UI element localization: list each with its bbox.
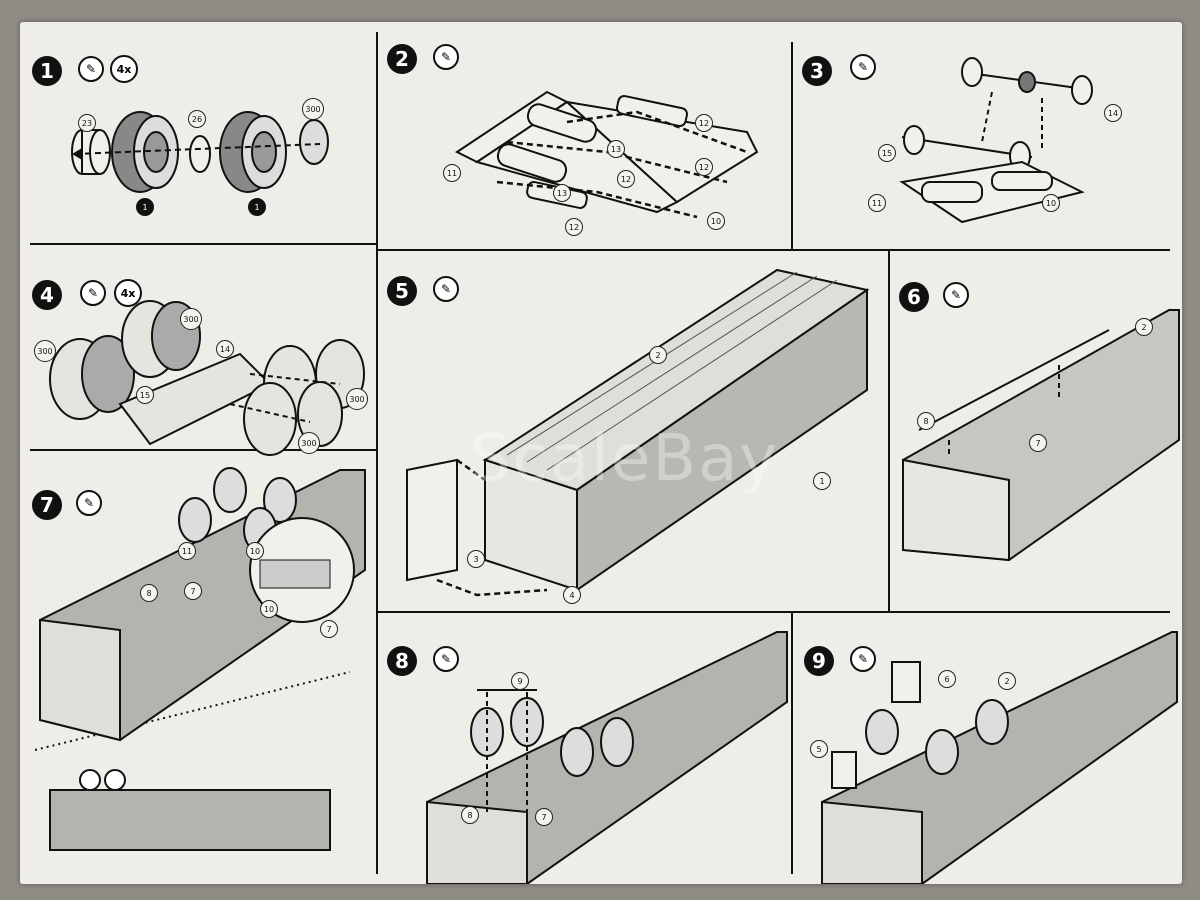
glue-icon: ✎ — [433, 44, 459, 70]
step-1-panel: 1 ✎ 4x 23 26 300 1 1 — [20, 22, 377, 244]
wheel-assembly-drawing — [71, 111, 329, 193]
panel-grid — [30, 32, 1170, 874]
part-label: 7 — [184, 582, 202, 600]
step-number: 3 — [802, 56, 832, 86]
dual-wheel-drawing — [49, 300, 365, 456]
part-label: 7 — [1029, 434, 1047, 452]
part-label: 15 — [136, 386, 154, 404]
part-label: 8 — [140, 584, 158, 602]
glue-icon: ✎ — [850, 646, 876, 672]
step-number: 8 — [387, 646, 417, 676]
part-label: 26 — [188, 110, 206, 128]
part-label: 4 — [563, 586, 581, 604]
part-label: 3 — [467, 550, 485, 568]
glue-icon: ✎ — [943, 282, 969, 308]
part-label: 9 — [511, 672, 529, 690]
quantity-badge: 4x — [114, 279, 142, 307]
instruction-sheet: 1 ✎ 4x 23 26 300 1 1 — [20, 22, 1182, 884]
part-label: 14 — [1104, 104, 1122, 122]
part-label: 300 — [346, 388, 368, 410]
part-label: 10 — [1042, 194, 1060, 212]
part-label: 2 — [1135, 318, 1153, 336]
step-6-panel: 6 ✎ 2 8 7 — [889, 250, 1182, 612]
part-label: 11 — [868, 194, 886, 212]
step-number: 2 — [387, 44, 417, 74]
part-label: 2 — [998, 672, 1016, 690]
chassis-frame-drawing — [455, 90, 759, 219]
part-label: 10 — [260, 600, 278, 618]
part-label: 13 — [553, 184, 571, 202]
part-label: 1 — [136, 198, 154, 216]
part-label: 300 — [302, 98, 324, 120]
part-label: 10 — [707, 212, 725, 230]
step-number: 4 — [32, 280, 62, 310]
step-2-panel: 2 ✎ 12 12 12 13 13 11 10 12 — [377, 22, 792, 250]
step-3-panel: 3 ✎ 14 15 11 10 — [792, 22, 1182, 250]
glue-icon: ✎ — [433, 276, 459, 302]
part-label: 12 — [695, 158, 713, 176]
part-label: 14 — [216, 340, 234, 358]
mud-flaps-drawing — [821, 631, 1178, 884]
part-label: 23 — [78, 114, 96, 132]
part-label: 5 — [810, 740, 828, 758]
glue-icon: ✎ — [80, 280, 106, 306]
part-label: 12 — [617, 170, 635, 188]
part-label: 12 — [695, 114, 713, 132]
step-5-panel: 5 ✎ 2 1 3 4 — [377, 250, 889, 612]
step-number: 1 — [32, 56, 62, 86]
step-7-panel: 7 ✎ 11 10 8 7 10 7 — [20, 450, 377, 884]
part-label: 1 — [813, 472, 831, 490]
part-label: 11 — [443, 164, 461, 182]
step-number: 9 — [804, 646, 834, 676]
quantity-badge: 4x — [110, 55, 138, 83]
rear-bumper-drawing — [426, 631, 788, 884]
part-label: 13 — [607, 140, 625, 158]
part-label: 11 — [178, 542, 196, 560]
step-4-panel: 4 ✎ 4x 300 300 14 15 300 300 — [20, 244, 377, 456]
part-label: 300 — [180, 308, 202, 330]
step-9-panel: 9 ✎ 6 2 5 — [792, 612, 1182, 884]
glue-icon: ✎ — [433, 646, 459, 672]
glue-icon: ✎ — [850, 54, 876, 80]
trailer-mounting-drawing — [39, 467, 366, 851]
part-label: 8 — [461, 806, 479, 824]
part-label: 300 — [34, 340, 56, 362]
trailer-box-drawing — [406, 268, 870, 597]
part-label: 8 — [917, 412, 935, 430]
part-label: 7 — [320, 620, 338, 638]
step-8-panel: 8 ✎ 9 8 7 — [377, 612, 792, 884]
part-label: 15 — [878, 144, 896, 162]
step-number: 5 — [387, 276, 417, 306]
part-label: 12 — [565, 218, 583, 236]
part-label: 300 — [298, 432, 320, 454]
part-label: 7 — [535, 808, 553, 826]
step-number: 6 — [899, 282, 929, 312]
glue-icon: ✎ — [78, 56, 104, 82]
watermark: ScaleBay — [470, 422, 780, 496]
trailer-rails-drawing — [902, 309, 1180, 562]
part-label: 6 — [938, 670, 956, 688]
part-label: 10 — [246, 542, 264, 560]
step-number: 7 — [32, 490, 62, 520]
part-label: 2 — [649, 346, 667, 364]
part-label: 1 — [248, 198, 266, 216]
axle-assembly-drawing — [899, 57, 1093, 224]
glue-icon: ✎ — [76, 490, 102, 516]
